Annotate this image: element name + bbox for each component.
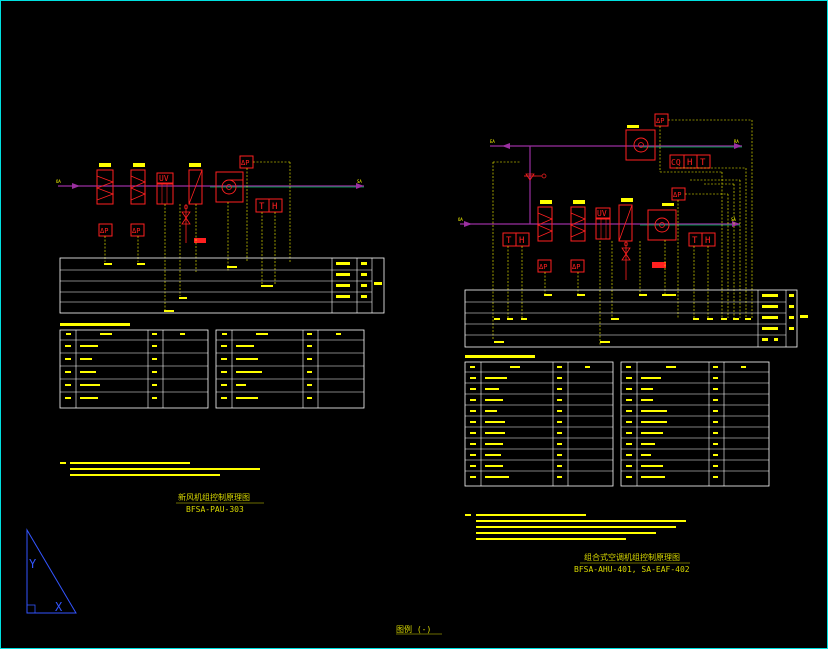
svg-text:T: T — [506, 236, 512, 246]
left-dp-sensor-fan: ΔP — [239, 155, 254, 169]
left-legend-heading — [60, 323, 130, 326]
right-drawing-code: BFSA-AHU-401, SA-EAF-402 — [574, 565, 690, 574]
svg-text:ΔP: ΔP — [656, 117, 664, 125]
left-filter-1 — [95, 163, 115, 205]
left-filter-2 — [129, 163, 147, 205]
right-uv-lamp: UV — [595, 207, 611, 240]
left-dp-sensor-1: ΔP — [98, 223, 113, 237]
left-supply-fan — [215, 171, 244, 203]
svg-text:H: H — [272, 202, 277, 212]
svg-text:H: H — [687, 158, 692, 168]
left-temp-humidity-sensor: T H — [255, 198, 283, 213]
right-dp-filter-1: ΔP — [537, 259, 552, 273]
svg-text:T: T — [700, 158, 706, 168]
left-uv-lamp: UV — [156, 172, 174, 205]
left-control-diagram: OA SA UV — [56, 155, 385, 514]
right-cq-th-sensor: CQ H T — [669, 154, 711, 169]
right-signal-wires — [492, 119, 753, 345]
left-uv-label: UV — [159, 174, 169, 183]
svg-text:H: H — [519, 236, 524, 246]
right-dp-return-fan: ΔP — [654, 113, 669, 127]
right-return-tag: RA — [734, 139, 739, 144]
right-filter-1 — [536, 200, 554, 242]
right-drawing-title: 组合式空调机组控制原理图 — [584, 552, 680, 562]
left-drawing-title: 新风机组控制原理图 — [178, 492, 250, 502]
right-return-fan — [625, 125, 656, 161]
svg-text:ΔP: ΔP — [572, 263, 580, 271]
svg-text:T: T — [692, 236, 698, 246]
svg-text:ΔP: ΔP — [132, 227, 140, 235]
right-dp-supply-fan: ΔP — [671, 187, 686, 201]
right-exhaust-tag: EA — [490, 139, 495, 144]
svg-text:ΔP: ΔP — [673, 191, 681, 199]
svg-text:CQ: CQ — [671, 158, 681, 167]
left-notes — [60, 462, 260, 476]
left-outlet-tag: SA — [357, 179, 362, 184]
svg-text:ΔP: ΔP — [539, 263, 547, 271]
left-legend-table-1 — [59, 329, 209, 409]
left-legend-table-2 — [215, 329, 365, 409]
svg-text:ΔP: ΔP — [100, 227, 108, 235]
right-dp-filter-2: ΔP — [570, 259, 585, 273]
left-signal-wires — [104, 161, 291, 310]
right-control-diagram: EA RA OA SA ΔP — [458, 113, 808, 574]
ucs-x-label: X — [55, 600, 63, 614]
svg-text:T: T — [259, 202, 265, 212]
svg-text:ΔP: ΔP — [241, 159, 249, 167]
right-filter-2 — [569, 200, 587, 242]
svg-text:UV: UV — [597, 209, 607, 218]
svg-text:H: H — [705, 236, 710, 246]
ucs-y-label: Y — [29, 557, 37, 571]
ucs-axis-triangle: Y X — [26, 528, 77, 614]
sheet-label: 图例 (-) — [396, 624, 431, 634]
right-cooling-coil — [618, 198, 633, 242]
left-cooling-coil — [188, 163, 203, 205]
right-th-outdoor-sensor: T H — [502, 232, 530, 247]
left-dp-sensor-2: ΔP — [130, 223, 145, 237]
right-water-valve — [621, 241, 631, 280]
left-inlet-tag: OA — [56, 179, 61, 184]
right-notes — [465, 514, 686, 540]
left-io-table — [59, 257, 385, 314]
right-th-supply-sensor: T H — [688, 232, 716, 247]
right-legend-table-2 — [620, 361, 770, 487]
right-io-table — [464, 289, 808, 348]
right-legend-table-1 — [464, 361, 614, 487]
right-inlet-tag: OA — [458, 217, 463, 222]
right-mixing-damper — [524, 173, 547, 181]
right-legend-heading — [465, 355, 535, 358]
left-water-valve — [181, 204, 206, 243]
left-drawing-code: BFSA-PAU-303 — [186, 505, 244, 514]
right-supply-fan — [647, 203, 677, 268]
